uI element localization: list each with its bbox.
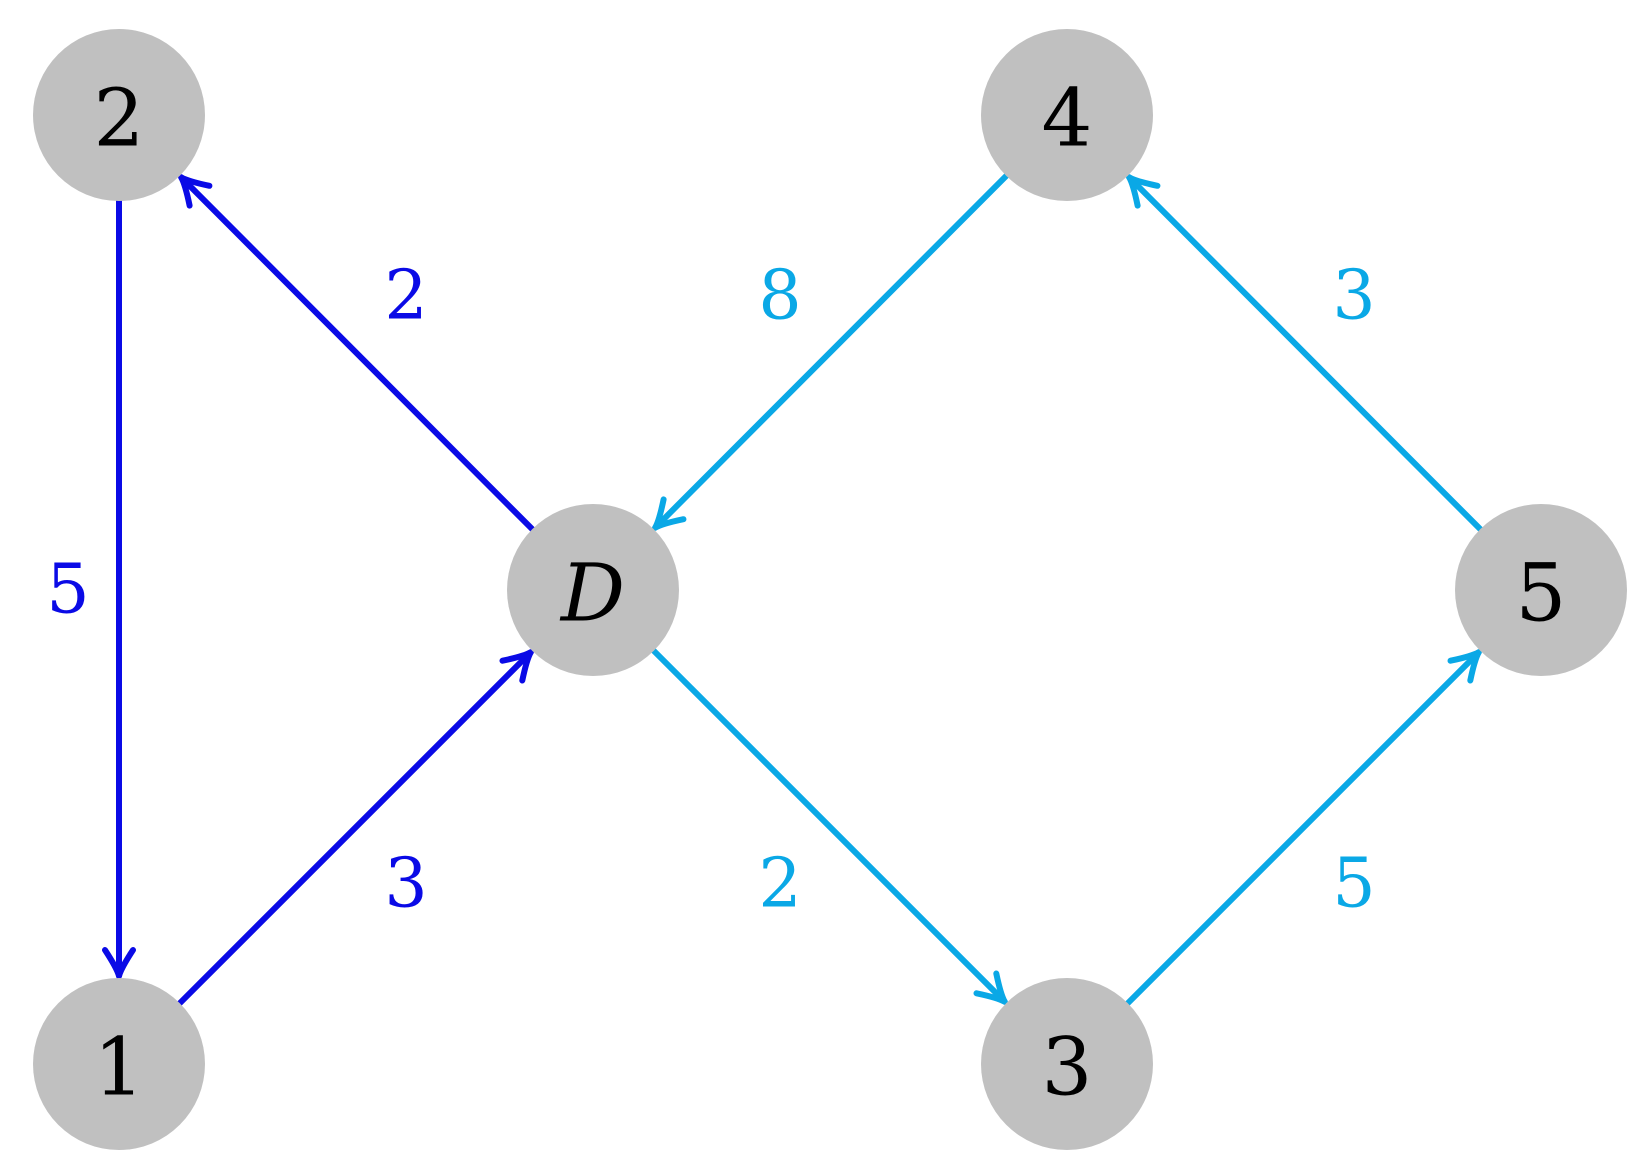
edge-weight-label: 8 xyxy=(758,257,801,336)
edge-weight-label: 5 xyxy=(1332,845,1375,924)
nodes-layer: 2 4D 5 1 3 xyxy=(33,29,1627,1150)
node-label: 1 xyxy=(94,1021,145,1114)
arrowhead-icon xyxy=(973,970,1008,1005)
node-label: 4 xyxy=(1042,72,1093,165)
edge-3-to-5 xyxy=(1124,649,1482,1007)
node-circle xyxy=(981,978,1153,1150)
node-label: 5 xyxy=(1516,547,1567,640)
edge-D-to-3 xyxy=(650,647,1008,1005)
node-circle xyxy=(33,978,205,1150)
edge-D-to-2 xyxy=(178,174,536,533)
arrowhead-icon xyxy=(1126,174,1161,209)
node-circle xyxy=(507,504,679,676)
edge-line xyxy=(176,649,534,1007)
node-label: 2 xyxy=(94,72,145,165)
node-2: 2 xyxy=(33,29,205,201)
edge-4-to-D xyxy=(652,172,1010,531)
edge-5-to-4 xyxy=(1126,174,1484,533)
arrowhead-icon xyxy=(102,947,136,979)
node-circle xyxy=(33,29,205,201)
node-label: D xyxy=(559,547,625,640)
edge-line xyxy=(652,172,1010,531)
node-4: 4 xyxy=(981,29,1153,201)
weight-labels-layer: 5 3 2 8 2 5 3 xyxy=(46,257,1375,924)
arrowhead-icon xyxy=(1447,649,1482,684)
edge-weight-label: 2 xyxy=(758,845,801,924)
edge-line xyxy=(1126,174,1484,533)
node-1: 1 xyxy=(33,978,205,1150)
edge-1-to-D xyxy=(176,649,534,1007)
edge-line xyxy=(650,647,1008,1005)
node-5: 5 xyxy=(1455,504,1627,676)
edge-weight-label: 3 xyxy=(1332,257,1375,336)
edge-line xyxy=(178,174,536,533)
edge-weight-label: 5 xyxy=(46,551,89,630)
edge-2-to-1 xyxy=(102,198,136,979)
edge-weight-label: 3 xyxy=(384,845,427,924)
arrowhead-icon xyxy=(652,496,687,531)
edge-weight-label: 2 xyxy=(384,257,427,336)
arrowhead-icon xyxy=(178,174,213,209)
node-circle xyxy=(981,29,1153,201)
node-D: D xyxy=(507,504,679,676)
edges-layer xyxy=(102,172,1484,1007)
node-label: 3 xyxy=(1042,1021,1093,1114)
arrowhead-icon xyxy=(499,649,534,684)
node-3: 3 xyxy=(981,978,1153,1150)
edge-line xyxy=(1124,649,1482,1007)
node-circle xyxy=(1455,504,1627,676)
